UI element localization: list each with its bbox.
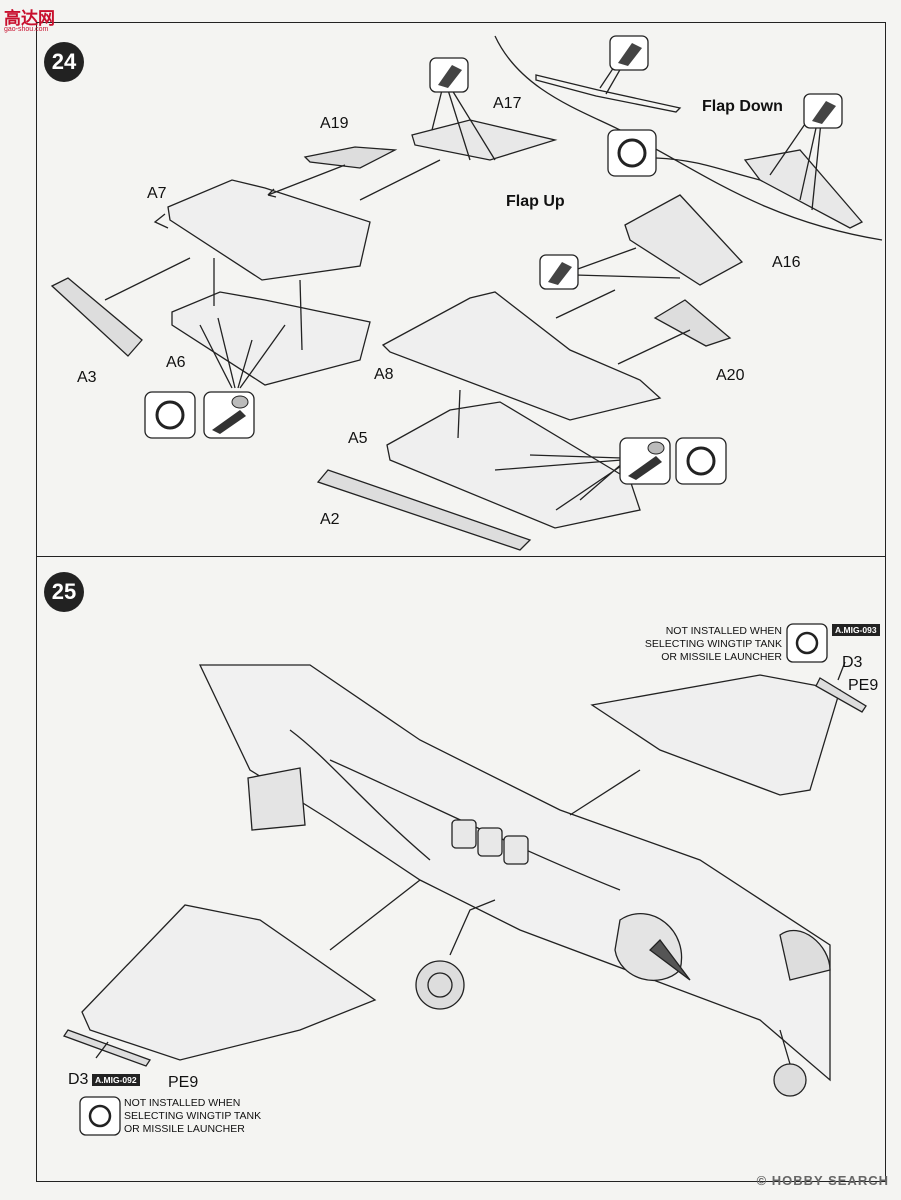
glue-icon	[803, 93, 843, 129]
part-label-d3-left: D3	[68, 1071, 89, 1088]
part-label-a20: A20	[716, 367, 745, 384]
part-label-a16: A16	[772, 254, 801, 271]
part-label-a2: A2	[320, 511, 340, 528]
site-logo: 高达网	[4, 9, 55, 28]
drill-holes-icon	[203, 391, 255, 439]
step-number-25: 25	[44, 572, 84, 612]
part-label-a19: A19	[320, 115, 349, 132]
rotate-view-icon	[607, 129, 657, 177]
part-label-a17: A17	[493, 95, 522, 112]
part-label-a5: A5	[348, 430, 368, 447]
rotate-view-icon	[786, 623, 828, 663]
glue-icon	[429, 57, 469, 93]
ref-badge-right: A.MIG-093	[832, 624, 880, 636]
label-flap-up: Flap Up	[506, 193, 565, 210]
rotate-view-icon	[675, 437, 727, 485]
glue-icon	[609, 35, 649, 71]
label-flap-down: Flap Down	[702, 98, 783, 115]
part-label-pe9-right: PE9	[848, 677, 879, 694]
watermark: © HOBBY SEARCH	[756, 1173, 889, 1188]
ref-badge-left: A.MIG-092	[92, 1074, 140, 1086]
note-wingtip-left: NOT INSTALLED WHEN SELECTING WINGTIP TAN…	[124, 1097, 262, 1135]
glue-icon	[539, 254, 579, 290]
rotate-view-icon	[144, 391, 196, 439]
note-wingtip-right: NOT INSTALLED WHEN SELECTING WINGTIP TAN…	[644, 625, 782, 663]
step-number-24: 24	[44, 42, 84, 82]
drill-holes-icon	[619, 437, 671, 485]
site-logo-subtitle: gao-shou.com	[4, 26, 49, 33]
part-label-a6: A6	[166, 354, 186, 371]
part-label-d3-right: D3	[842, 654, 863, 671]
instruction-frame	[36, 22, 886, 1182]
step-divider	[36, 556, 886, 557]
part-label-a3: A3	[77, 369, 97, 386]
part-label-a7: A7	[147, 185, 167, 202]
rotate-view-icon	[79, 1096, 121, 1136]
part-label-a8: A8	[374, 366, 394, 383]
part-label-pe9-left: PE9	[168, 1074, 199, 1091]
